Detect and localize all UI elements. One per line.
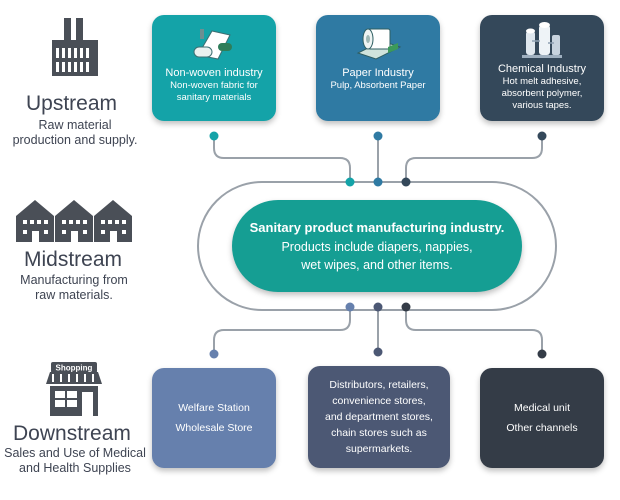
dot-chemical-top — [537, 131, 547, 141]
dot-paper-top — [373, 131, 383, 141]
outer-track — [197, 181, 557, 311]
chemical-line1: Hot melt adhesive, — [502, 76, 582, 87]
shopping-store-icon: Shopping — [46, 362, 102, 416]
fabric-roll-icon — [193, 29, 232, 60]
upstream-subtitle-line1: Raw material — [38, 118, 112, 132]
upstream-subtitle: Raw material production and supply. — [0, 118, 150, 148]
paper-title: Paper Industry — [342, 67, 414, 79]
downstream-subtitle-line2: and Health Supplies — [19, 461, 131, 475]
midstream-subtitle-line2: raw materials. — [35, 288, 113, 302]
midstream-subtitle: Manufacturing from raw materials. — [0, 273, 148, 303]
paper-roll-icon — [356, 28, 402, 60]
card-chemical-industry: Chemical Industry Hot melt adhesive, abs… — [480, 15, 604, 121]
midstream-title: Midstream — [24, 248, 123, 271]
distributors-line2: convenience stores, — [332, 395, 426, 407]
card-distributors: Distributors, retailers, convenience sto… — [308, 366, 450, 468]
distributors-line3: and department stores, — [325, 411, 433, 423]
connector-nonwoven — [213, 136, 351, 182]
houses-icon — [16, 200, 132, 242]
chemical-title: Chemical Industry — [497, 63, 587, 75]
midstream-subtitle-line1: Manufacturing from — [20, 273, 128, 287]
chemical-line2: absorbent polymer, — [501, 88, 583, 99]
downstream-subtitle: Sales and Use of Medical and Health Supp… — [0, 446, 150, 476]
dot-paper-bottom — [373, 177, 383, 187]
connector-chemical — [405, 136, 543, 182]
dot-welfare-bottom — [209, 349, 219, 359]
dot-distributors-top — [373, 302, 383, 312]
dot-distributors-bottom — [373, 347, 383, 357]
dot-medical-top — [401, 302, 411, 312]
factory-icon — [52, 18, 98, 76]
center-line1: Products include diapers, nappies, — [281, 240, 473, 254]
dot-welfare-top — [345, 302, 355, 312]
card-paper-industry: Paper Industry Pulp, Absorbent Paper — [316, 15, 440, 121]
upstream-title: Upstream — [26, 92, 118, 115]
chemical-line3: various tapes. — [512, 100, 572, 111]
chemical-plant-icon — [522, 22, 562, 58]
card-welfare-wholesale: Welfare Station Wholesale Store — [152, 368, 276, 468]
dot-nonwoven-bottom — [345, 177, 355, 187]
medical-line2: Other channels — [506, 422, 578, 434]
distributors-line1: Distributors, retailers, — [329, 379, 429, 391]
nonwoven-line1: Non-woven fabric for — [170, 80, 258, 91]
paper-line1: Pulp, Absorbent Paper — [330, 80, 426, 91]
downstream-subtitle-line1: Sales and Use of Medical — [4, 446, 146, 460]
center-line2: wet wipes, and other items. — [301, 258, 453, 272]
center-manufacturing-pill: Sanitary product manufacturing industry.… — [232, 200, 522, 292]
welfare-line1: Welfare Station — [178, 402, 250, 414]
connector-welfare — [213, 307, 351, 354]
shop-sign-text: Shopping — [56, 364, 93, 373]
dot-chemical-bottom — [401, 177, 411, 187]
nonwoven-line2: sanitary materials — [176, 92, 252, 103]
upstream-subtitle-line2: production and supply. — [12, 133, 138, 147]
card-medical-other: Medical unit Other channels — [480, 368, 604, 468]
dot-medical-bottom — [537, 349, 547, 359]
downstream-title: Downstream — [13, 422, 131, 445]
dot-nonwoven-top — [209, 131, 219, 141]
card-nonwoven-industry: Non-woven industry Non-woven fabric for … — [152, 15, 276, 121]
distributors-line5: supermarkets. — [345, 443, 413, 455]
welfare-line2: Wholesale Store — [175, 422, 253, 434]
distributors-line4: chain stores such as — [331, 427, 427, 439]
connector-medical — [405, 307, 543, 354]
nonwoven-title: Non-woven industry — [165, 67, 263, 79]
center-title: Sanitary product manufacturing industry. — [249, 220, 505, 235]
medical-line1: Medical unit — [513, 402, 571, 414]
